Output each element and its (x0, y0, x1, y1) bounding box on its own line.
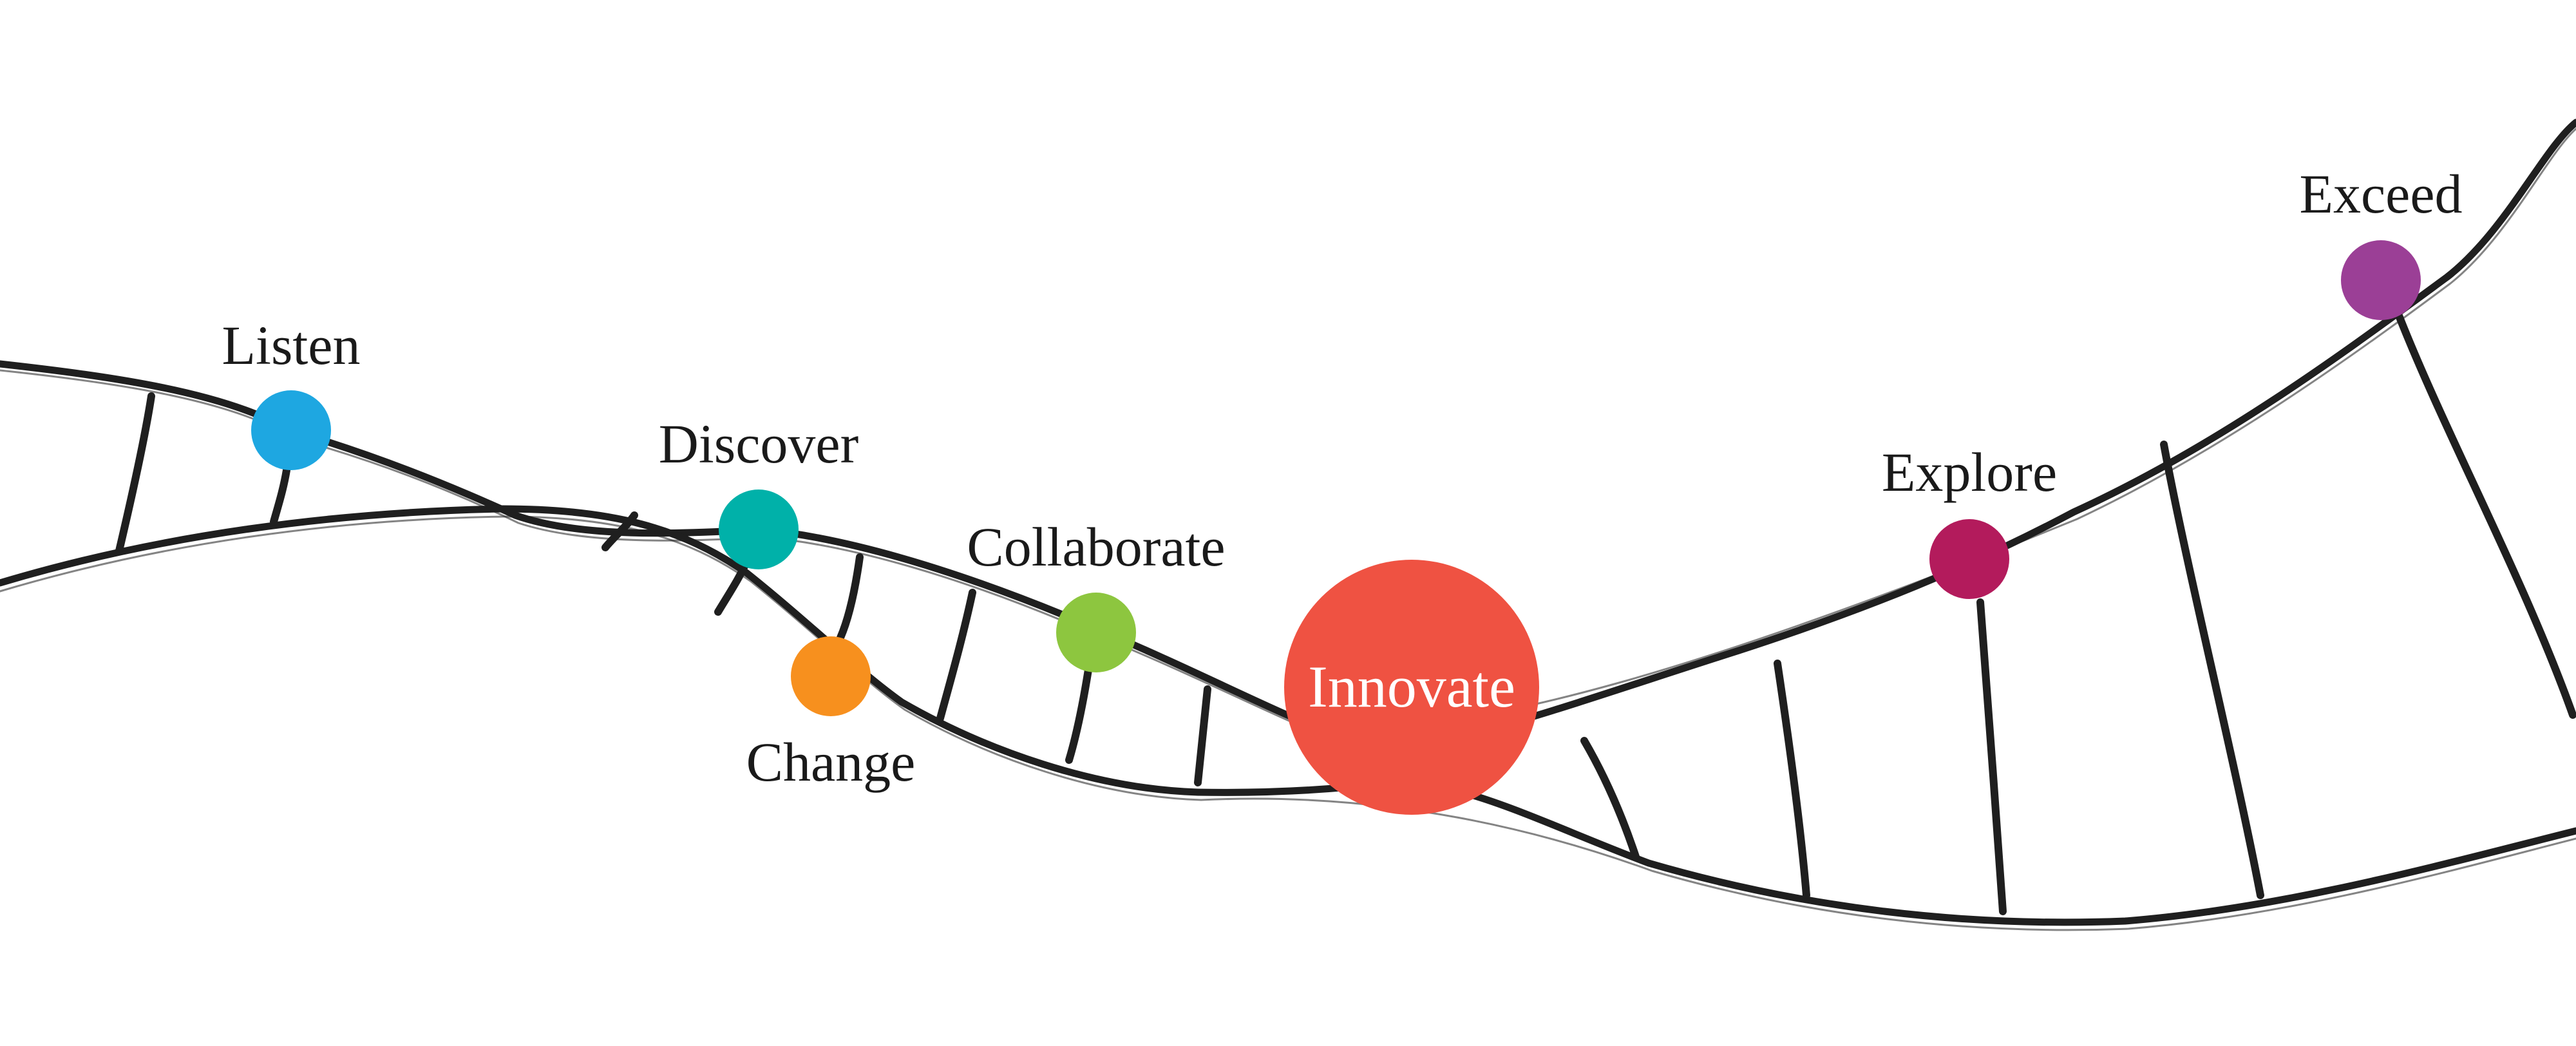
rung (1069, 670, 1088, 760)
rung (1198, 689, 1208, 783)
collaborate-label: Collaborate (967, 516, 1225, 578)
node-innovate: Innovate (1284, 560, 1539, 815)
strand-a (0, 122, 2576, 745)
rung (940, 593, 972, 718)
change-dot (791, 636, 871, 716)
rung (2399, 316, 2573, 715)
listen-dot (251, 390, 331, 470)
exceed-label: Exceed (2299, 163, 2462, 225)
rung (119, 396, 151, 551)
explore-label: Explore (1882, 441, 2057, 503)
rung (840, 557, 860, 638)
explore-dot (1929, 519, 2009, 599)
listen-label: Listen (222, 314, 361, 376)
rung (2164, 444, 2260, 895)
node-change: Change (746, 636, 916, 793)
rung (1777, 663, 1806, 895)
rung (1980, 602, 2003, 911)
node-explore: Explore (1882, 441, 2057, 599)
change-label: Change (746, 731, 916, 793)
discover-dot (719, 490, 799, 569)
rung (274, 470, 287, 522)
collaborate-dot (1056, 593, 1136, 672)
node-exceed: Exceed (2299, 163, 2462, 320)
innovate-label: Innovate (1308, 654, 1515, 719)
exceed-dot (2341, 240, 2421, 320)
discover-label: Discover (659, 413, 858, 475)
rung (718, 560, 747, 612)
